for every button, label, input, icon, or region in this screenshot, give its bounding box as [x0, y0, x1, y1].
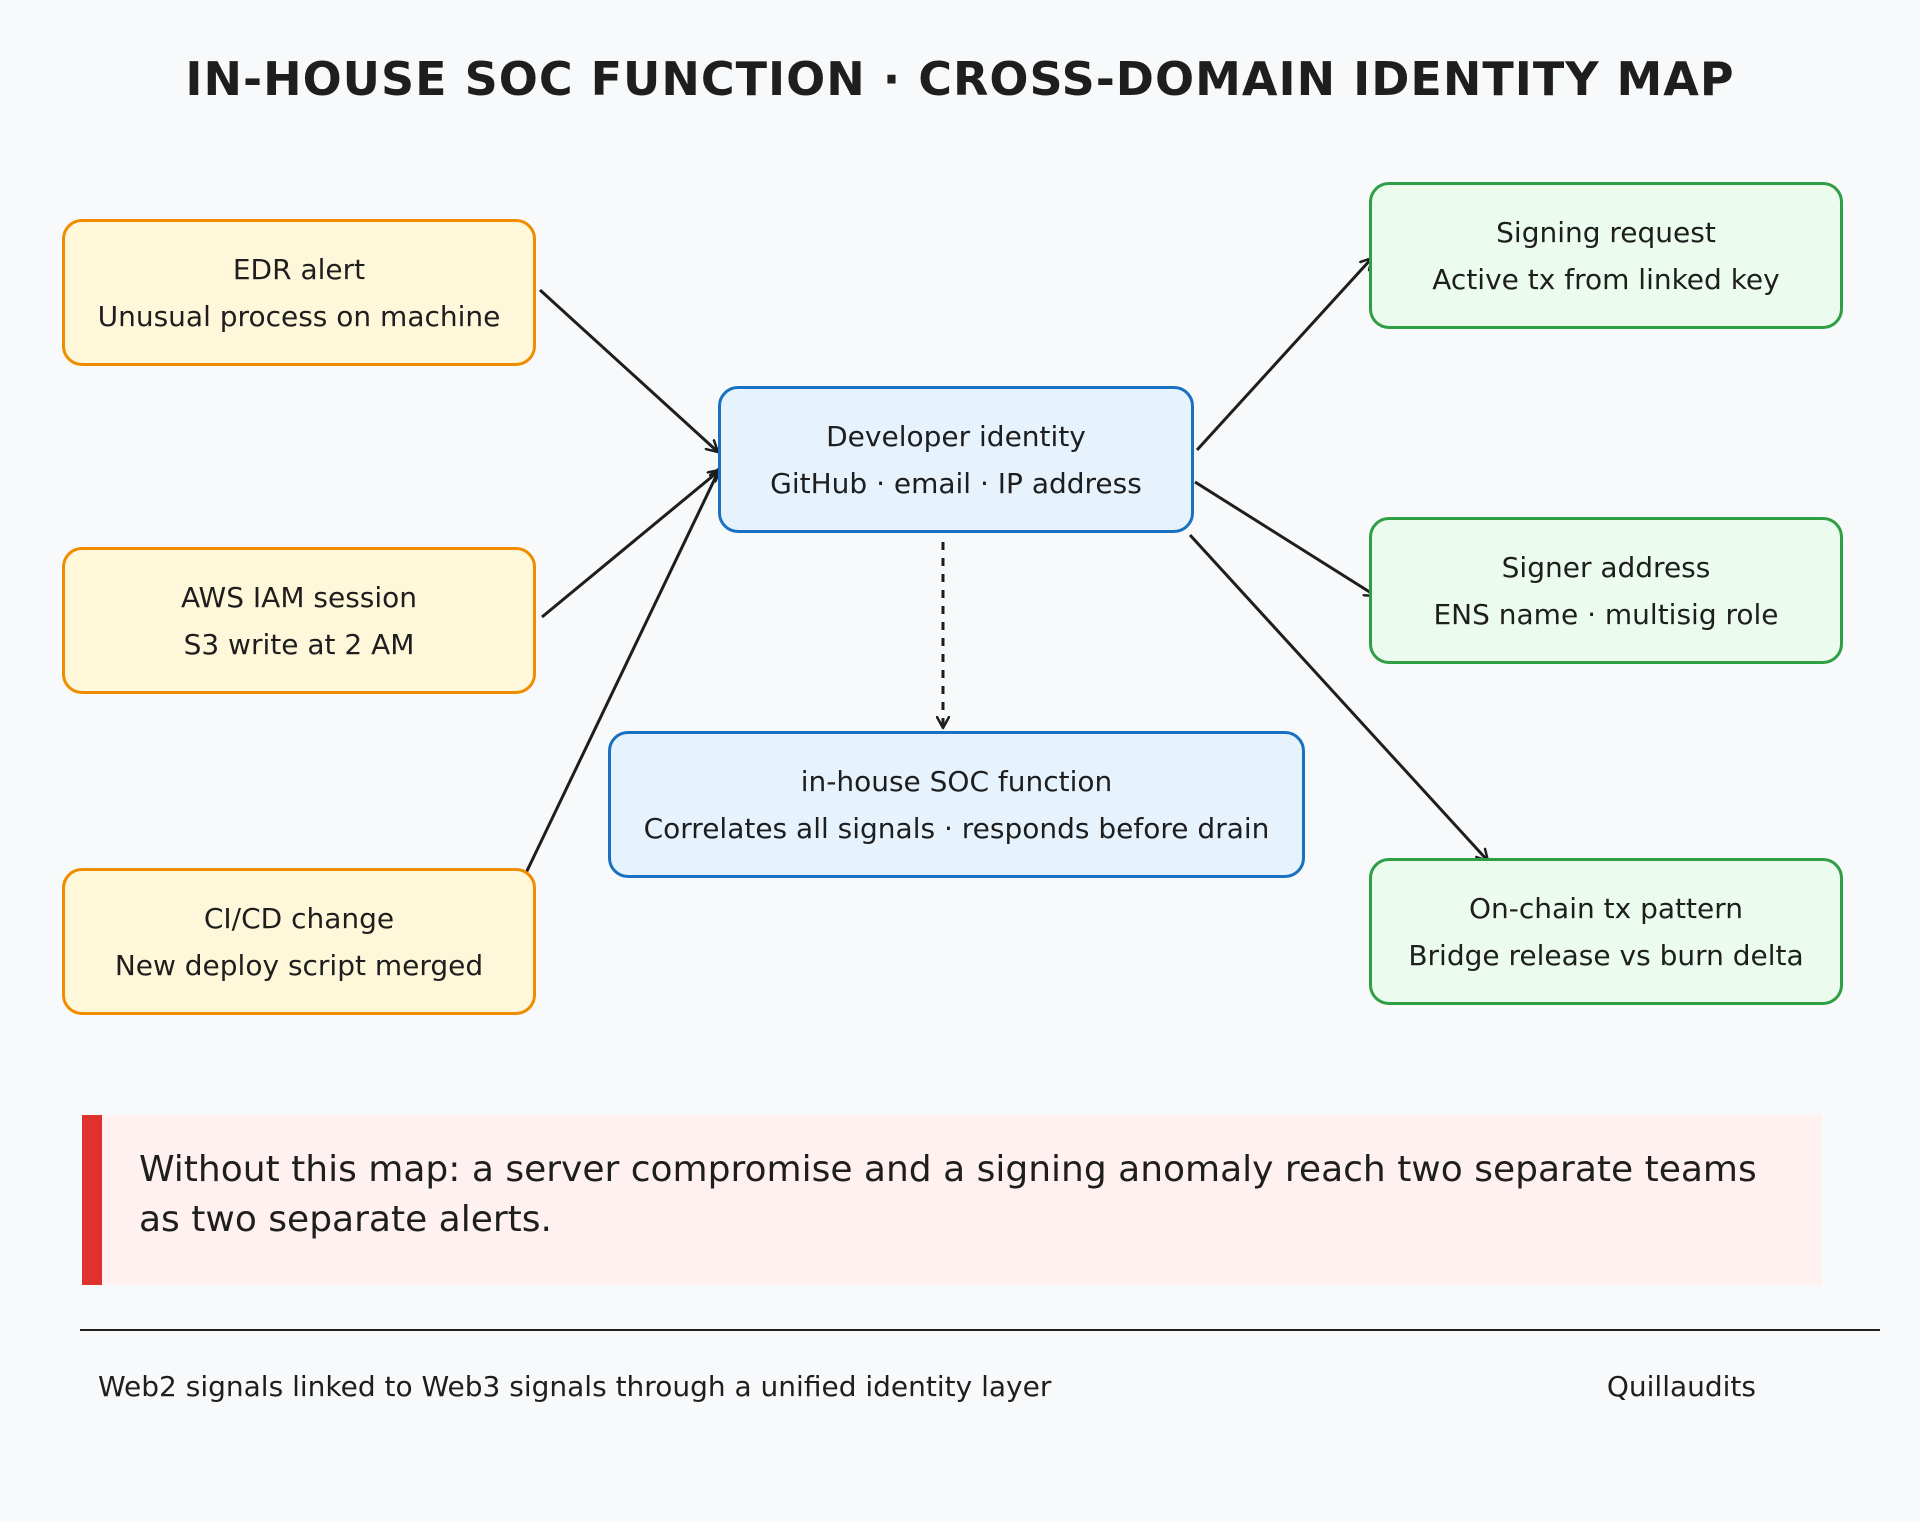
arrow-edr-to-developer — [538, 288, 718, 452]
node-onchain-tx-pattern-detail: Bridge release vs burn delta — [1408, 938, 1804, 972]
arrow-developer-to-signer — [1194, 480, 1376, 598]
node-cicd-change-detail: New deploy script merged — [114, 948, 484, 982]
node-cicd-change-title: CI/CD change — [203, 901, 395, 935]
node-edr-alert-title: EDR alert — [232, 252, 366, 286]
node-signer-address: Signer address ENS name · multisig role — [1369, 517, 1843, 664]
diagram-title: IN-HOUSE SOC FUNCTION · CROSS-DOMAIN IDE… — [185, 52, 1735, 106]
arrow-developer-to-onchain — [1188, 533, 1488, 861]
node-edr-alert-detail: Unusual process on machine — [97, 299, 501, 333]
node-onchain-tx-pattern-title: On-chain tx pattern — [1469, 891, 1743, 925]
callout-text: Without this map: a server compromise an… — [139, 1149, 1757, 1240]
node-signing-request: Signing request Active tx from linked ke… — [1369, 182, 1843, 329]
footer-divider — [80, 1329, 1880, 1331]
footer-brand: Quillaudits — [1606, 1370, 1756, 1403]
node-soc-function-title: in-house SOC function — [800, 764, 1113, 798]
node-aws-iam-session: AWS IAM session S3 write at 2 AM — [62, 547, 536, 694]
node-developer-identity-detail: GitHub · email · IP address — [770, 466, 1142, 500]
callout-accent-bar — [82, 1115, 102, 1285]
arrow-aws-to-developer — [541, 470, 720, 619]
node-cicd-change: CI/CD change New deploy script merged — [62, 868, 536, 1015]
arrow-cicd-to-developer — [524, 468, 720, 874]
arrow-developer-to-signing — [1195, 258, 1372, 452]
node-aws-iam-session-title: AWS IAM session — [180, 580, 418, 614]
warning-callout: Without this map: a server compromise an… — [82, 1115, 1822, 1285]
node-edr-alert: EDR alert Unusual process on machine — [62, 219, 536, 366]
node-developer-identity-title: Developer identity — [826, 419, 1086, 453]
node-signer-address-title: Signer address — [1501, 550, 1711, 584]
node-soc-function: in-house SOC function Correlates all sig… — [608, 731, 1305, 878]
node-developer-identity: Developer identity GitHub · email · IP a… — [718, 386, 1194, 533]
node-soc-function-detail: Correlates all signals · responds before… — [643, 811, 1270, 845]
node-signing-request-title: Signing request — [1496, 215, 1716, 249]
footer-caption: Web2 signals linked to Web3 signals thro… — [98, 1370, 1052, 1403]
node-onchain-tx-pattern: On-chain tx pattern Bridge release vs bu… — [1369, 858, 1843, 1005]
node-signer-address-detail: ENS name · multisig role — [1433, 597, 1779, 631]
node-aws-iam-session-detail: S3 write at 2 AM — [183, 627, 415, 661]
node-signing-request-detail: Active tx from linked key — [1432, 262, 1780, 296]
